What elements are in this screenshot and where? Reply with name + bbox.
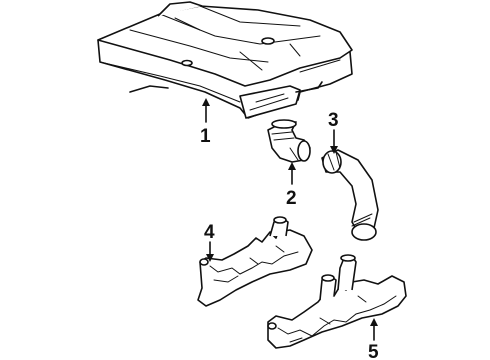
callout-numbers: 1 2 3 4 5 <box>200 110 379 360</box>
arrow-4 <box>206 254 214 262</box>
arrow-1 <box>202 98 210 106</box>
callout-5: 5 <box>368 342 379 360</box>
arrow-3 <box>330 146 338 154</box>
exhaust-manifold-right <box>267 254 407 349</box>
callout-4: 4 <box>204 222 215 243</box>
intake-hose <box>321 149 379 241</box>
callout-2: 2 <box>286 188 297 209</box>
callout-1: 1 <box>200 126 211 147</box>
callout-3: 3 <box>328 110 339 131</box>
elbow-duct <box>267 119 311 163</box>
leader-lines <box>202 98 378 341</box>
air-cleaner-housing <box>97 1 353 119</box>
arrow-5 <box>370 318 378 326</box>
arrow-2 <box>288 162 296 170</box>
exhaust-manifold-left <box>197 216 313 307</box>
